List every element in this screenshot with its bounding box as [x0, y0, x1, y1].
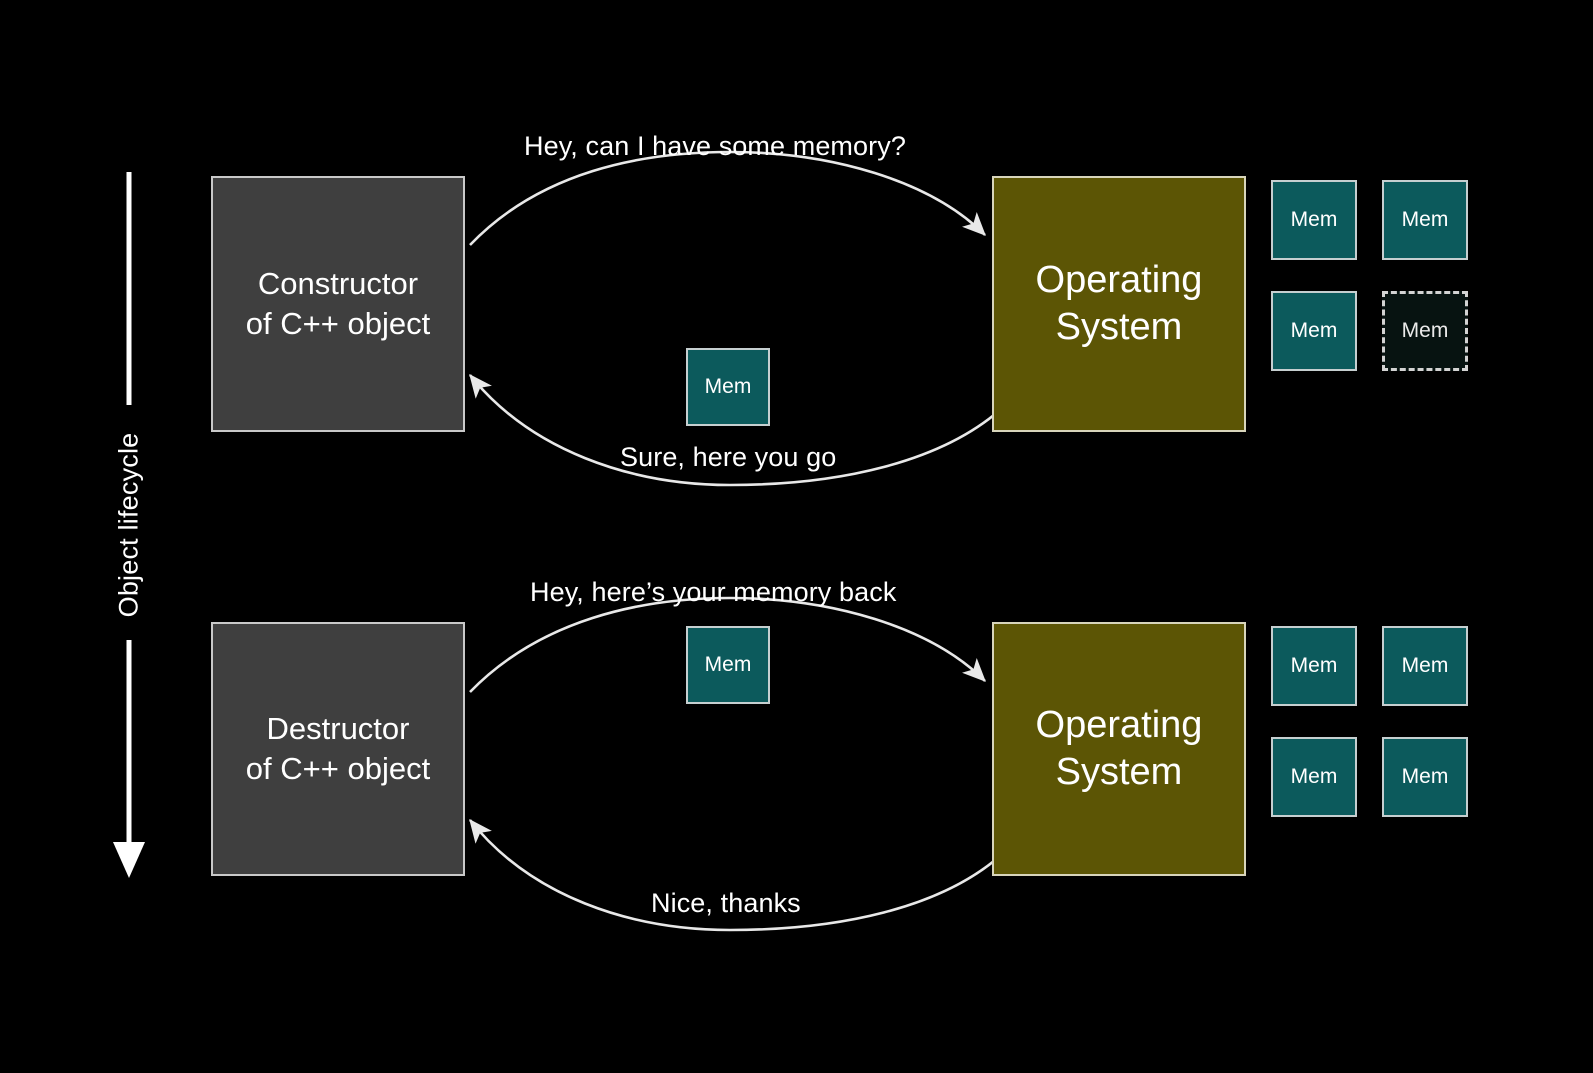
node-os-line2: System — [1055, 751, 1183, 793]
memory-block-label: Mem — [704, 653, 752, 676]
memory-block-label: Mem — [1290, 765, 1338, 788]
node-destructor[interactable]: Destructor of C++ object — [211, 622, 465, 876]
node-constructor-line1: Constructor — [257, 265, 419, 301]
memory-block-label: Mem — [1401, 765, 1449, 788]
arrow-request-construction — [469, 150, 986, 246]
node-operating-system-construction[interactable]: Operating System — [992, 176, 1246, 432]
caption-request-destruction: Hey, here’s your memory back — [530, 577, 897, 607]
caption-request-construction: Hey, can I have some memory? — [524, 131, 906, 161]
memory-pool-block-1-destruction[interactable]: Mem — [1271, 626, 1357, 706]
node-operating-system-destruction[interactable]: Operating System — [992, 622, 1246, 876]
node-destructor-line2: of C++ object — [245, 751, 431, 786]
caption-response-destruction: Nice, thanks — [651, 888, 801, 918]
lifecycle-axis: Object lifecycle — [112, 170, 146, 880]
memory-block-in-transit-construction[interactable]: Mem — [686, 348, 770, 426]
lifecycle-axis-label: Object lifecycle — [113, 432, 144, 618]
caption-response-construction: Sure, here you go — [620, 442, 837, 472]
node-os-line1: Operating — [1035, 258, 1203, 301]
memory-pool-block-2-destruction[interactable]: Mem — [1382, 626, 1468, 706]
node-os-line1: Operating — [1035, 703, 1203, 746]
memory-pool-block-3-destruction[interactable]: Mem — [1271, 737, 1357, 817]
memory-block-label: Mem — [1401, 319, 1449, 342]
memory-block-label: Mem — [704, 375, 752, 398]
memory-block-label: Mem — [1401, 654, 1449, 677]
memory-pool-block-4-destruction[interactable]: Mem — [1382, 737, 1468, 817]
memory-pool-block-1-construction[interactable]: Mem — [1271, 180, 1357, 260]
memory-pool-block-4-construction-free[interactable]: Mem — [1382, 291, 1468, 371]
memory-block-label: Mem — [1290, 319, 1338, 342]
memory-block-label: Mem — [1290, 208, 1338, 231]
memory-pool-block-3-construction[interactable]: Mem — [1271, 291, 1357, 371]
memory-block-in-transit-destruction[interactable]: Mem — [686, 626, 770, 704]
node-constructor[interactable]: Constructor of C++ object — [211, 176, 465, 432]
memory-block-label: Mem — [1290, 654, 1338, 677]
node-destructor-line1: Destructor — [266, 710, 410, 746]
memory-block-label: Mem — [1401, 208, 1449, 231]
memory-pool-block-2-construction[interactable]: Mem — [1382, 180, 1468, 260]
node-constructor-line2: of C++ object — [245, 306, 431, 341]
node-os-line2: System — [1055, 306, 1183, 348]
